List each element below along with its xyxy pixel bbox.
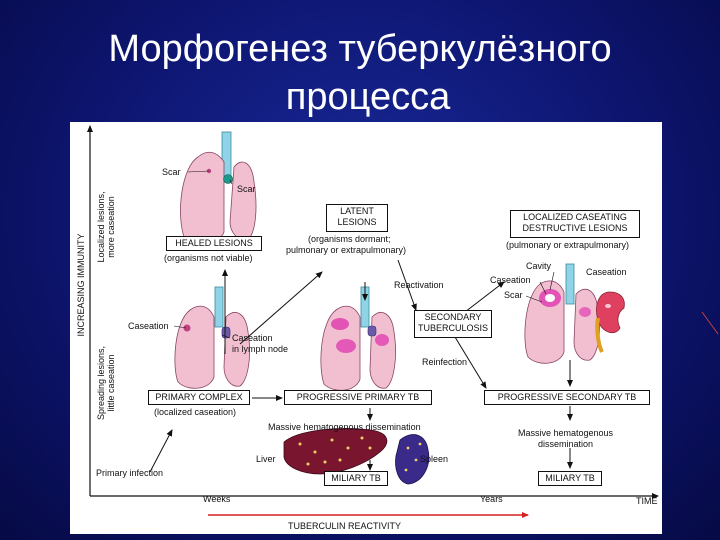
primary-complex-box: PRIMARY COMPLEX — [148, 390, 250, 405]
latent-note-line-1: (organisms dormant; — [308, 234, 391, 244]
liver-illustration — [283, 428, 388, 475]
latent-lesions-line-1: LATENT — [340, 206, 374, 216]
reactivation-label: Reactivation — [394, 280, 444, 290]
miliary-tb-box-2: MILIARY TB — [538, 471, 602, 486]
localized-caseating-line-2: DESTRUCTIVE LESIONS — [522, 223, 628, 233]
secondary-lung-illustration — [524, 263, 600, 364]
secondary-tb-line-1: SECONDARY — [424, 312, 482, 322]
decorative-line — [701, 311, 719, 335]
caseation-kidney-label: Caseation — [586, 267, 627, 277]
kidney-illustration — [595, 291, 625, 353]
caseation-lymph-label-line-2: in lymph node — [232, 344, 289, 354]
upper-band-label-line-1: Localized lesions, — [96, 191, 106, 263]
y-axis-label: INCREASING IMMUNITY — [76, 233, 86, 337]
progressive-primary-lung-illustration — [320, 286, 396, 391]
secondary-tb-line-2: TUBERCULOSIS — [418, 323, 489, 333]
primary-complex-lung-illustration — [174, 286, 250, 389]
x-axis-label: TIME — [636, 496, 658, 506]
latent-note-line-2: pulmonary or extrapulmonary) — [286, 245, 407, 255]
diagram-graphics — [87, 125, 659, 518]
years-label: Years — [480, 494, 503, 504]
localized-note: (pulmonary or extrapulmonary) — [506, 240, 630, 250]
latent-lesions-line-2: LESIONS — [337, 217, 377, 227]
massive-dissemination-note: Massive hematogenous dissemination — [268, 422, 421, 432]
scar-label-2: Scar — [237, 184, 256, 194]
localized-caseating-line-1: LOCALIZED CASEATING — [523, 212, 627, 222]
slide-title-line-2: процесса — [285, 76, 451, 118]
cavity-label: Cavity — [526, 261, 552, 271]
lower-band-label-line-1: Spreading lesions, — [96, 345, 106, 421]
latent-lesions-box: LATENT LESIONS — [326, 204, 388, 232]
organisms-not-viable-note: (organisms not viable) — [164, 253, 253, 263]
upper-band-label-line-2: more caseation — [106, 196, 116, 258]
secondary-tb-box: SECONDARY TUBERCULOSIS — [414, 310, 492, 338]
spleen-label: Spleen — [420, 454, 449, 464]
massive-secondary-note-line-2: dissemination — [538, 439, 594, 449]
slide-title-line-1: Морфогенез туберкулёзного — [108, 28, 612, 70]
massive-secondary-note-line-1: Massive hematogenous — [518, 428, 614, 438]
progressive-primary-box: PROGRESSIVE PRIMARY TB — [284, 390, 432, 405]
lower-band-label-line-2: little caseation — [106, 354, 116, 412]
localized-caseating-box: LOCALIZED CASEATING DESTRUCTIVE LESIONS — [510, 210, 640, 238]
weeks-label: Weeks — [203, 494, 231, 504]
scar-label-3: Scar — [504, 290, 523, 300]
tb-morphogenesis-diagram: INCREASING IMMUNITY Localized lesions, m… — [70, 122, 662, 534]
caseation-label-1: Caseation — [128, 321, 169, 331]
scar-label-1: Scar — [162, 167, 181, 177]
localized-caseation-note: (localized caseation) — [154, 407, 237, 417]
healed-lung-illustration — [180, 131, 257, 244]
tuberculin-label: TUBERCULIN REACTIVITY — [288, 521, 402, 531]
healed-lesions-box: HEALED LESIONS — [166, 236, 262, 251]
liver-label: Liver — [256, 454, 276, 464]
miliary-tb-box-1: MILIARY TB — [324, 471, 388, 486]
primary-infection-label: Primary infection — [96, 468, 164, 478]
progressive-secondary-box: PROGRESSIVE SECONDARY TB — [484, 390, 650, 405]
caseation-label-2: Caseation — [490, 275, 531, 285]
reinfection-label: Reinfection — [422, 357, 468, 367]
caseation-lymph-label-line-1: Caseation — [232, 333, 273, 343]
spleen-illustration — [395, 434, 430, 485]
